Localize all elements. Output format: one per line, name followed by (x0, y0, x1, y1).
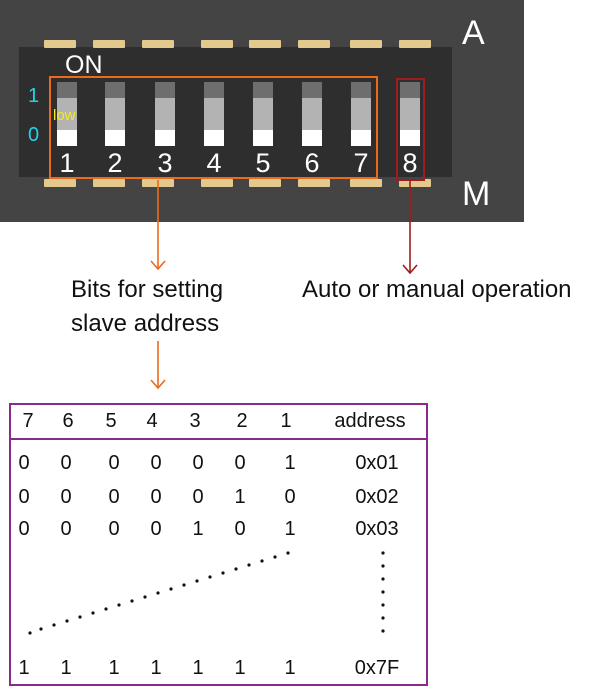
caption-bits-line1: Bits for setting (71, 276, 224, 303)
switch-slider-5[interactable] (253, 82, 273, 146)
pin-bottom (93, 179, 125, 187)
switch-slider-4[interactable] (204, 82, 224, 146)
table-cell: 0 (18, 452, 30, 474)
address-bits-highlight (49, 76, 378, 179)
table-header-cell: 5 (105, 410, 117, 432)
switch-slider-1[interactable] (57, 82, 77, 146)
pin-top (298, 40, 330, 48)
table-header-cell: 2 (236, 410, 248, 432)
table-cell: 0 (284, 486, 296, 508)
table-cell: 1 (108, 657, 120, 679)
switch-slider-2[interactable] (105, 82, 125, 146)
table-cell: 0 (150, 452, 162, 474)
table-header-cell: 7 (22, 410, 34, 432)
pin-top (142, 40, 174, 48)
pin-bottom (249, 179, 281, 187)
pin-bottom (298, 179, 330, 187)
table-cell: 1 (150, 657, 162, 679)
table-header-cell: 4 (146, 410, 158, 432)
switch-slider-6[interactable] (302, 82, 322, 146)
switch-number: 5 (255, 148, 271, 178)
table-cell: 0 (234, 452, 246, 474)
pin-top (249, 40, 281, 48)
table-cell-address: 0x01 (355, 452, 399, 474)
table-cell: 1 (18, 657, 30, 679)
table-cell: 0 (192, 452, 204, 474)
table-header-cell: 6 (62, 410, 74, 432)
switch-number: 8 (402, 148, 418, 178)
switch-number: 3 (157, 148, 173, 178)
pin-bottom (201, 179, 233, 187)
table-cell-address: 0x02 (355, 486, 399, 508)
switch-number: 4 (206, 148, 222, 178)
table-cell: 0 (234, 518, 246, 540)
caption-bits-line2: slave address (71, 310, 220, 337)
table-header-cell: 1 (280, 410, 292, 432)
table-cell: 1 (284, 518, 296, 540)
table-cell: 0 (108, 452, 120, 474)
table-cell: 0 (18, 486, 30, 508)
switch-number: 7 (353, 148, 369, 178)
table-cell: 0 (150, 486, 162, 508)
table-cell: 0 (60, 452, 72, 474)
pin-bottom (44, 179, 76, 187)
table-header-cell: 3 (189, 410, 201, 432)
table-cell: 0 (192, 486, 204, 508)
table-cell: 0 (18, 518, 30, 540)
table-header-address: address (334, 410, 406, 432)
switch-number: 6 (304, 148, 320, 178)
label-zero: 0 (28, 124, 40, 146)
address-table (9, 403, 428, 686)
arrow-auto (402, 181, 418, 275)
table-cell: 1 (234, 486, 246, 508)
table-cell: 1 (284, 452, 296, 474)
label-low: low (53, 107, 76, 124)
diagonal-dots (28, 551, 290, 635)
table-cell: 1 (60, 657, 72, 679)
table-cell: 0 (60, 518, 72, 540)
table-cell: 1 (192, 657, 204, 679)
label-one: 1 (28, 85, 40, 107)
pin-top (201, 40, 233, 48)
pin-bottom (350, 179, 382, 187)
label-a: A (462, 14, 485, 52)
mode-bit-highlight (396, 78, 425, 181)
switch-number: 2 (107, 148, 123, 178)
pin-top (93, 40, 125, 48)
pin-top (399, 40, 431, 48)
pin-bottom (399, 179, 431, 187)
table-cell-address: 0x7F (354, 657, 400, 679)
switch-number: 1 (59, 148, 75, 178)
table-cell: 0 (108, 486, 120, 508)
switch-slider-3[interactable] (155, 82, 175, 146)
table-header-divider (11, 438, 426, 440)
arrow-bits (150, 180, 166, 271)
caption-auto: Auto or manual operation (302, 276, 572, 303)
arrow-table (150, 341, 166, 390)
dip-switch-inner (19, 47, 452, 177)
table-cell: 1 (284, 657, 296, 679)
table-cell-address: 0x03 (355, 518, 399, 540)
switch-slider-8[interactable] (400, 82, 420, 146)
vertical-dots (381, 551, 385, 633)
table-cell: 1 (192, 518, 204, 540)
pin-top (44, 40, 76, 48)
table-cell: 0 (60, 486, 72, 508)
switch-slider-7[interactable] (351, 82, 371, 146)
table-cell: 0 (108, 518, 120, 540)
table-cell: 1 (234, 657, 246, 679)
label-on: ON (65, 51, 103, 79)
pin-top (350, 40, 382, 48)
label-m: M (462, 175, 491, 213)
table-cell: 0 (150, 518, 162, 540)
